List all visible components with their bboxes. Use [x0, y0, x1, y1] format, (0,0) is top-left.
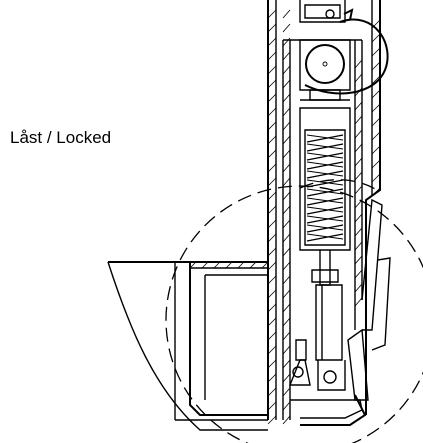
wall-hatching [189, 9, 381, 425]
right-guide [347, 198, 391, 401]
side-pipe [107, 261, 268, 431]
piston-assembly [311, 250, 346, 391]
top-latch [299, 0, 389, 95]
lock-state-label: Låst / Locked [10, 128, 112, 147]
detail-circle [165, 185, 423, 443]
detail-arc [299, 179, 381, 193]
lower-cam [288, 339, 367, 426]
roller-housing [299, 39, 351, 101]
compression-spring [306, 134, 344, 242]
spring-housing [299, 107, 351, 251]
